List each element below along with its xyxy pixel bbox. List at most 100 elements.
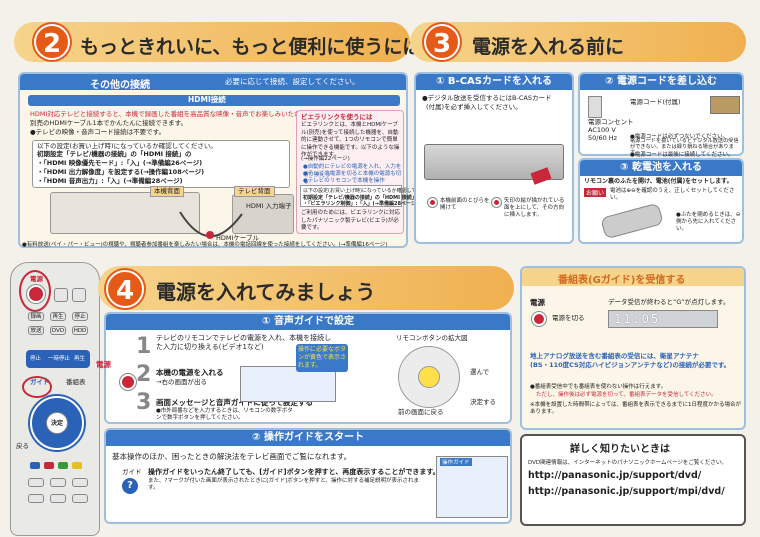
remote-row3-btn3[interactable]: 再生: [74, 356, 86, 362]
setting-video-priority: ・「HDMI 映像優先モード」:「入」(→準備編26ページ): [37, 159, 203, 167]
remote-btn-h[interactable]: [72, 494, 88, 503]
remote-row2-btn1[interactable]: 放送: [28, 326, 44, 335]
gguide-display-note: データ受信が終わると“G”が点灯します。: [608, 298, 730, 306]
remote-return-label: 戻る: [16, 442, 29, 450]
bcas-panel: ① B-CASカードを入れる ●デジタル放送を受信するにはB-CASカード (付…: [414, 72, 574, 244]
hdmi-cable-note: 別売のHDMIケーブル1本でかんたんに接続できます。: [30, 119, 188, 127]
remote-prog-label: 番組表: [66, 378, 86, 386]
guide-step2a: 本機の電源を入れる: [156, 368, 224, 377]
remote-power-highlight: [19, 270, 51, 312]
remote-btn-e[interactable]: [72, 478, 88, 487]
gguide-blue1: 地上アナログ放送を含む番組表の受信には、衛星アナテナ: [530, 352, 699, 360]
hdmi-cable-label: HDMIケーブル: [216, 234, 260, 242]
section2-number: 2: [34, 24, 70, 60]
gguide-power-icon: [532, 312, 546, 326]
section2-header: [14, 22, 410, 62]
gguide-note1: ●番組表受信中でも番組表を使わない操作は行えます。: [530, 384, 667, 390]
guide-step3b: ●市外局番などを入力するときは、リモコンの数字ボタンで数字ボタンを押してください…: [156, 408, 293, 421]
remote-row1-btn2[interactable]: 再生: [50, 312, 66, 321]
remote-row3-btn2[interactable]: 一時停止: [48, 356, 71, 362]
remote-color-green[interactable]: [58, 462, 68, 469]
plug-image: [710, 96, 740, 114]
more-info-panel: 詳しく知りたいときは DVD関連情報は、インターネットのパナソニックホームページ…: [520, 434, 746, 526]
remote-back-image: [600, 202, 664, 240]
bcas-line1: ●デジタル放送を受信するにはB-CASカード: [422, 94, 552, 102]
tv-rear-diagram: [232, 194, 294, 234]
other-connections-title: その他の接続: [90, 80, 150, 91]
section3-number: 3: [424, 24, 460, 60]
remote-decide-button[interactable]: 決定: [46, 412, 68, 434]
op-guide-panel: ② 操作ガイドをスタート 基本操作のほか、困ったときの解決法をテレビ画面でご覧に…: [104, 428, 512, 524]
voice-guide-head: ① 音声ガイドで設定: [106, 314, 510, 330]
section4-title: 電源を入れてみましょう: [156, 280, 376, 304]
guide-power-icon: [120, 374, 136, 390]
bcas-step2-marker: [492, 198, 501, 207]
bcas-step1: 本機前面のとびらを開けて: [440, 198, 490, 211]
vierra-feature-1: ●自動的にテレビの電源を入れ、入力を切り換える: [303, 164, 402, 178]
other-connections-panel: その他の接続 必要に応じて接続、設定してください。 HDMI接続 HDMI対応テ…: [18, 72, 441, 248]
gguide-note3: ※本機を設置した時間帯によっては、番組表を表示できるまでに1日程度かかる場合があ…: [530, 402, 741, 415]
hdmi-title-bar: [28, 95, 400, 106]
remote-btn-a[interactable]: [54, 288, 68, 302]
battery-line3: ●ふたを閉めるときは、⊖側から先に入れてください。: [676, 212, 741, 232]
hdmi-title: HDMI接続: [188, 95, 226, 104]
vierra-feature-2: ●テレビの電源を切ると本機の電源も切る: [303, 171, 402, 185]
vierra-head: ビエラリンクを使うには: [301, 113, 373, 121]
op-guide-label: ガイド: [122, 468, 142, 476]
op-guide-head: ② 操作ガイドをスタート: [106, 430, 510, 446]
battery-head: ③ 乾電池を入れる: [580, 160, 742, 176]
guide-select-label: 選んで: [470, 368, 490, 376]
guide-step1: テレビのリモコンでテレビの電源を入れ、本機を接続した入力に切り換える(ビデオ1な…: [156, 334, 332, 351]
op-guide-screen-title: 操作ガイド: [440, 458, 472, 466]
section3-header: [410, 22, 746, 62]
remote-row1-btn1[interactable]: 録画: [28, 312, 44, 321]
remote-row3-btn1[interactable]: 停止: [30, 356, 42, 362]
more-info-url2[interactable]: http://panasonic.jp/support/mpi/dvd/: [528, 486, 725, 497]
guide-step2b: →右の画面が出る: [156, 378, 207, 386]
remote-btn-c[interactable]: [28, 478, 44, 487]
remote-row2-btn3[interactable]: HDD: [72, 326, 88, 335]
vierra-desc: ビエラリンクとは、本機とHDMIケーブル(別売)を使って接続した機器を、自動的に…: [301, 122, 400, 158]
section3-title: 電源を入れる前に: [472, 36, 625, 58]
remote-btn-d[interactable]: [50, 478, 66, 487]
remote-row1-btn3[interactable]: 停止: [72, 312, 88, 321]
gguide-display: [608, 310, 718, 328]
bcas-line2: (付属)を必ず挿入してください。: [426, 103, 522, 111]
other-connections-header: [20, 74, 406, 90]
remote-btn-b[interactable]: [72, 288, 86, 302]
power-note3: ●電源コードは最後に接続してください。: [630, 152, 734, 158]
battery-line2: 電池は⊕⊖を確認のうえ、正しくセットしてください。: [610, 188, 735, 201]
more-info-head: 詳しく知りたいときは: [570, 444, 670, 455]
guide-zoom-center: [418, 366, 440, 388]
remote-color-red[interactable]: [44, 462, 54, 469]
other-connections-note: 必要に応じて接続、設定してください。: [225, 77, 360, 86]
gguide-power-off: 電源を切る: [552, 314, 585, 322]
remote-play-row: [26, 350, 90, 368]
remote-btn-g[interactable]: [50, 494, 66, 503]
voice-guide-panel: ① 音声ガイドで設定 1 テレビのリモコンでテレビの電源を入れ、本機を接続した入…: [96, 312, 512, 424]
remote-color-blue[interactable]: [30, 462, 40, 469]
vierra-settings-item: ・「ビエラリンク制御」:「入」(→準備編28ページ): [303, 201, 419, 207]
settings-sub: 初期設定「テレビ/機器の接続」の「HDMI 接続」の: [37, 150, 192, 158]
gguide-display-text: 11:05: [614, 312, 661, 326]
guide-step3a: 画面メッセージと音声ガイドに従って設定する: [156, 398, 313, 407]
more-info-line: DVD関連情報は、インターネットのパナソニックホームページをご覧ください。: [528, 460, 727, 466]
more-info-url1[interactable]: http://panasonic.jp/support/dvd/: [528, 470, 702, 481]
power-note1: ●電源コードは必ずつないでください。: [630, 134, 729, 140]
hdmi-intro: HDMI対応テレビと接続すると、本機で録画した番組を高品質な映像・音声でお楽しみ…: [30, 110, 327, 118]
outlet-image: [588, 96, 602, 118]
remote-row2-btn2[interactable]: DVD: [50, 326, 66, 335]
remote-btn-f[interactable]: [28, 494, 44, 503]
outlet-frequency: 50/60 Hz: [588, 134, 618, 142]
guide-bubble: 操作に必要なボタンが黄色で表示されます。: [296, 344, 348, 372]
hdmi-in-label: HDMI 入力端子: [246, 202, 292, 210]
vierra-settings-sub: 初期設定「テレビ/機器の接続」の「HDMI 接続」の: [303, 195, 422, 201]
battery-line1: リモコン裏のふたを開け、電池(付属)をセットします。: [584, 178, 733, 185]
tv-screen-image: [240, 366, 336, 402]
remote-guide-highlight: [22, 376, 52, 398]
setting-resolution: ・「HDMI 出力解像度」を設定する(→操作編108ページ): [37, 168, 205, 176]
section2-title: もっときれいに、もっと便利に使うには: [80, 36, 422, 58]
battery-tag: お願い: [584, 188, 607, 197]
remote-color-yellow[interactable]: [72, 462, 82, 469]
player-rear-diagram: [50, 192, 200, 234]
